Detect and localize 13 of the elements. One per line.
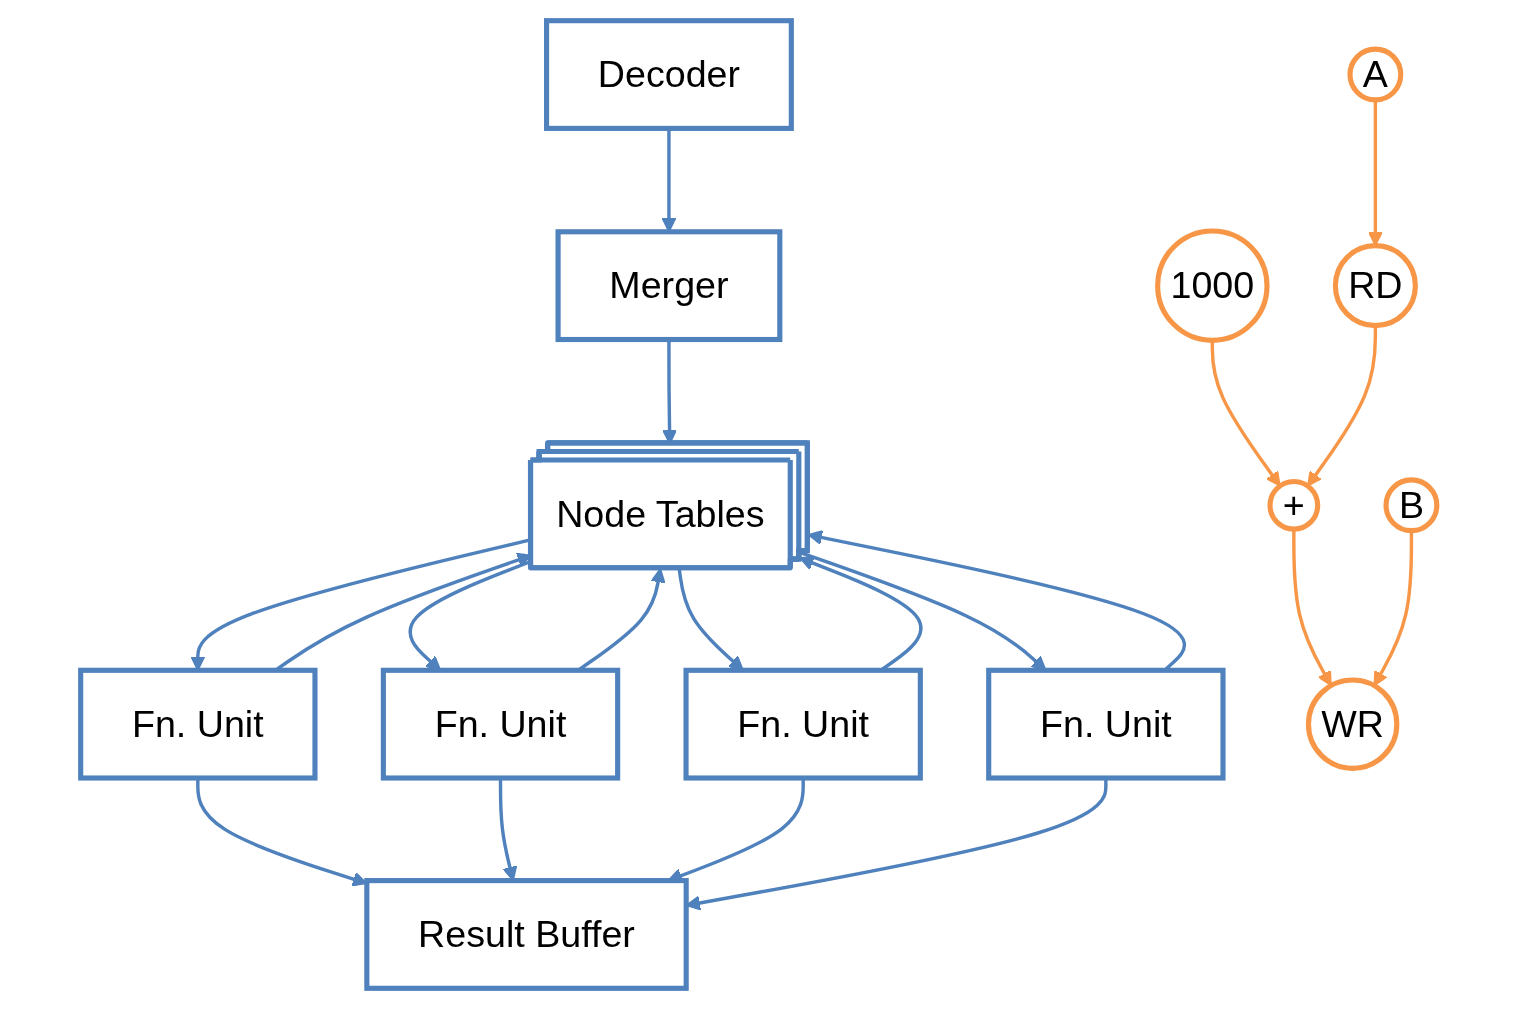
node-circle: RD <box>1333 243 1419 329</box>
node-circle: B <box>1383 477 1440 534</box>
node-circle: 1000 <box>1155 228 1270 343</box>
node-circle: + <box>1267 478 1321 532</box>
node-circle: A <box>1347 46 1404 103</box>
node-box: Result Buffer <box>364 878 689 991</box>
node-box: Fn. Unit <box>683 667 924 781</box>
node-box: Fn. Unit <box>78 667 318 781</box>
node-box: Merger <box>555 229 783 343</box>
node-box: Decoder <box>544 18 795 131</box>
node-box: Fn. Unit <box>986 667 1226 781</box>
node-box: Fn. Unit <box>381 667 621 781</box>
node-circle: WR <box>1306 677 1400 771</box>
